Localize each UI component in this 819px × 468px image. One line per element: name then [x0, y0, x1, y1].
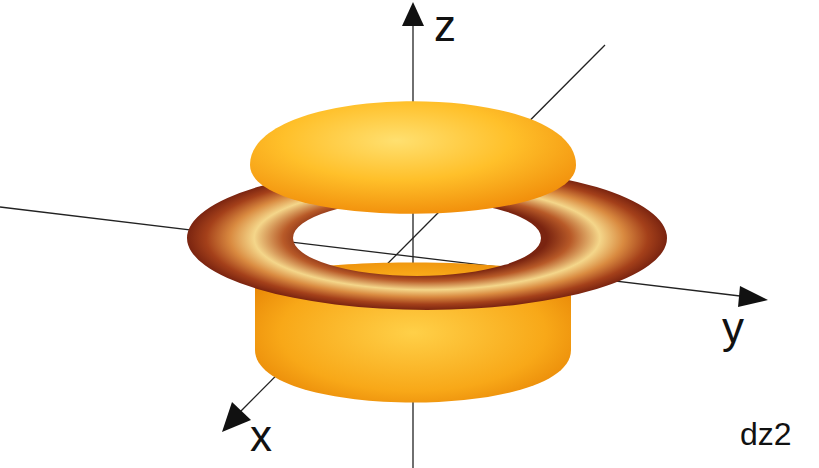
axis-label: z	[434, 4, 456, 48]
x-arrowhead	[222, 402, 251, 432]
orbital-name: dz2	[740, 418, 792, 450]
axis-label: y	[722, 306, 744, 350]
upper-lobe	[250, 101, 576, 214]
z-arrowhead	[402, 2, 424, 26]
y-arrowhead	[738, 286, 768, 307]
axis-label: x	[250, 414, 272, 458]
axes	[0, 2, 768, 468]
